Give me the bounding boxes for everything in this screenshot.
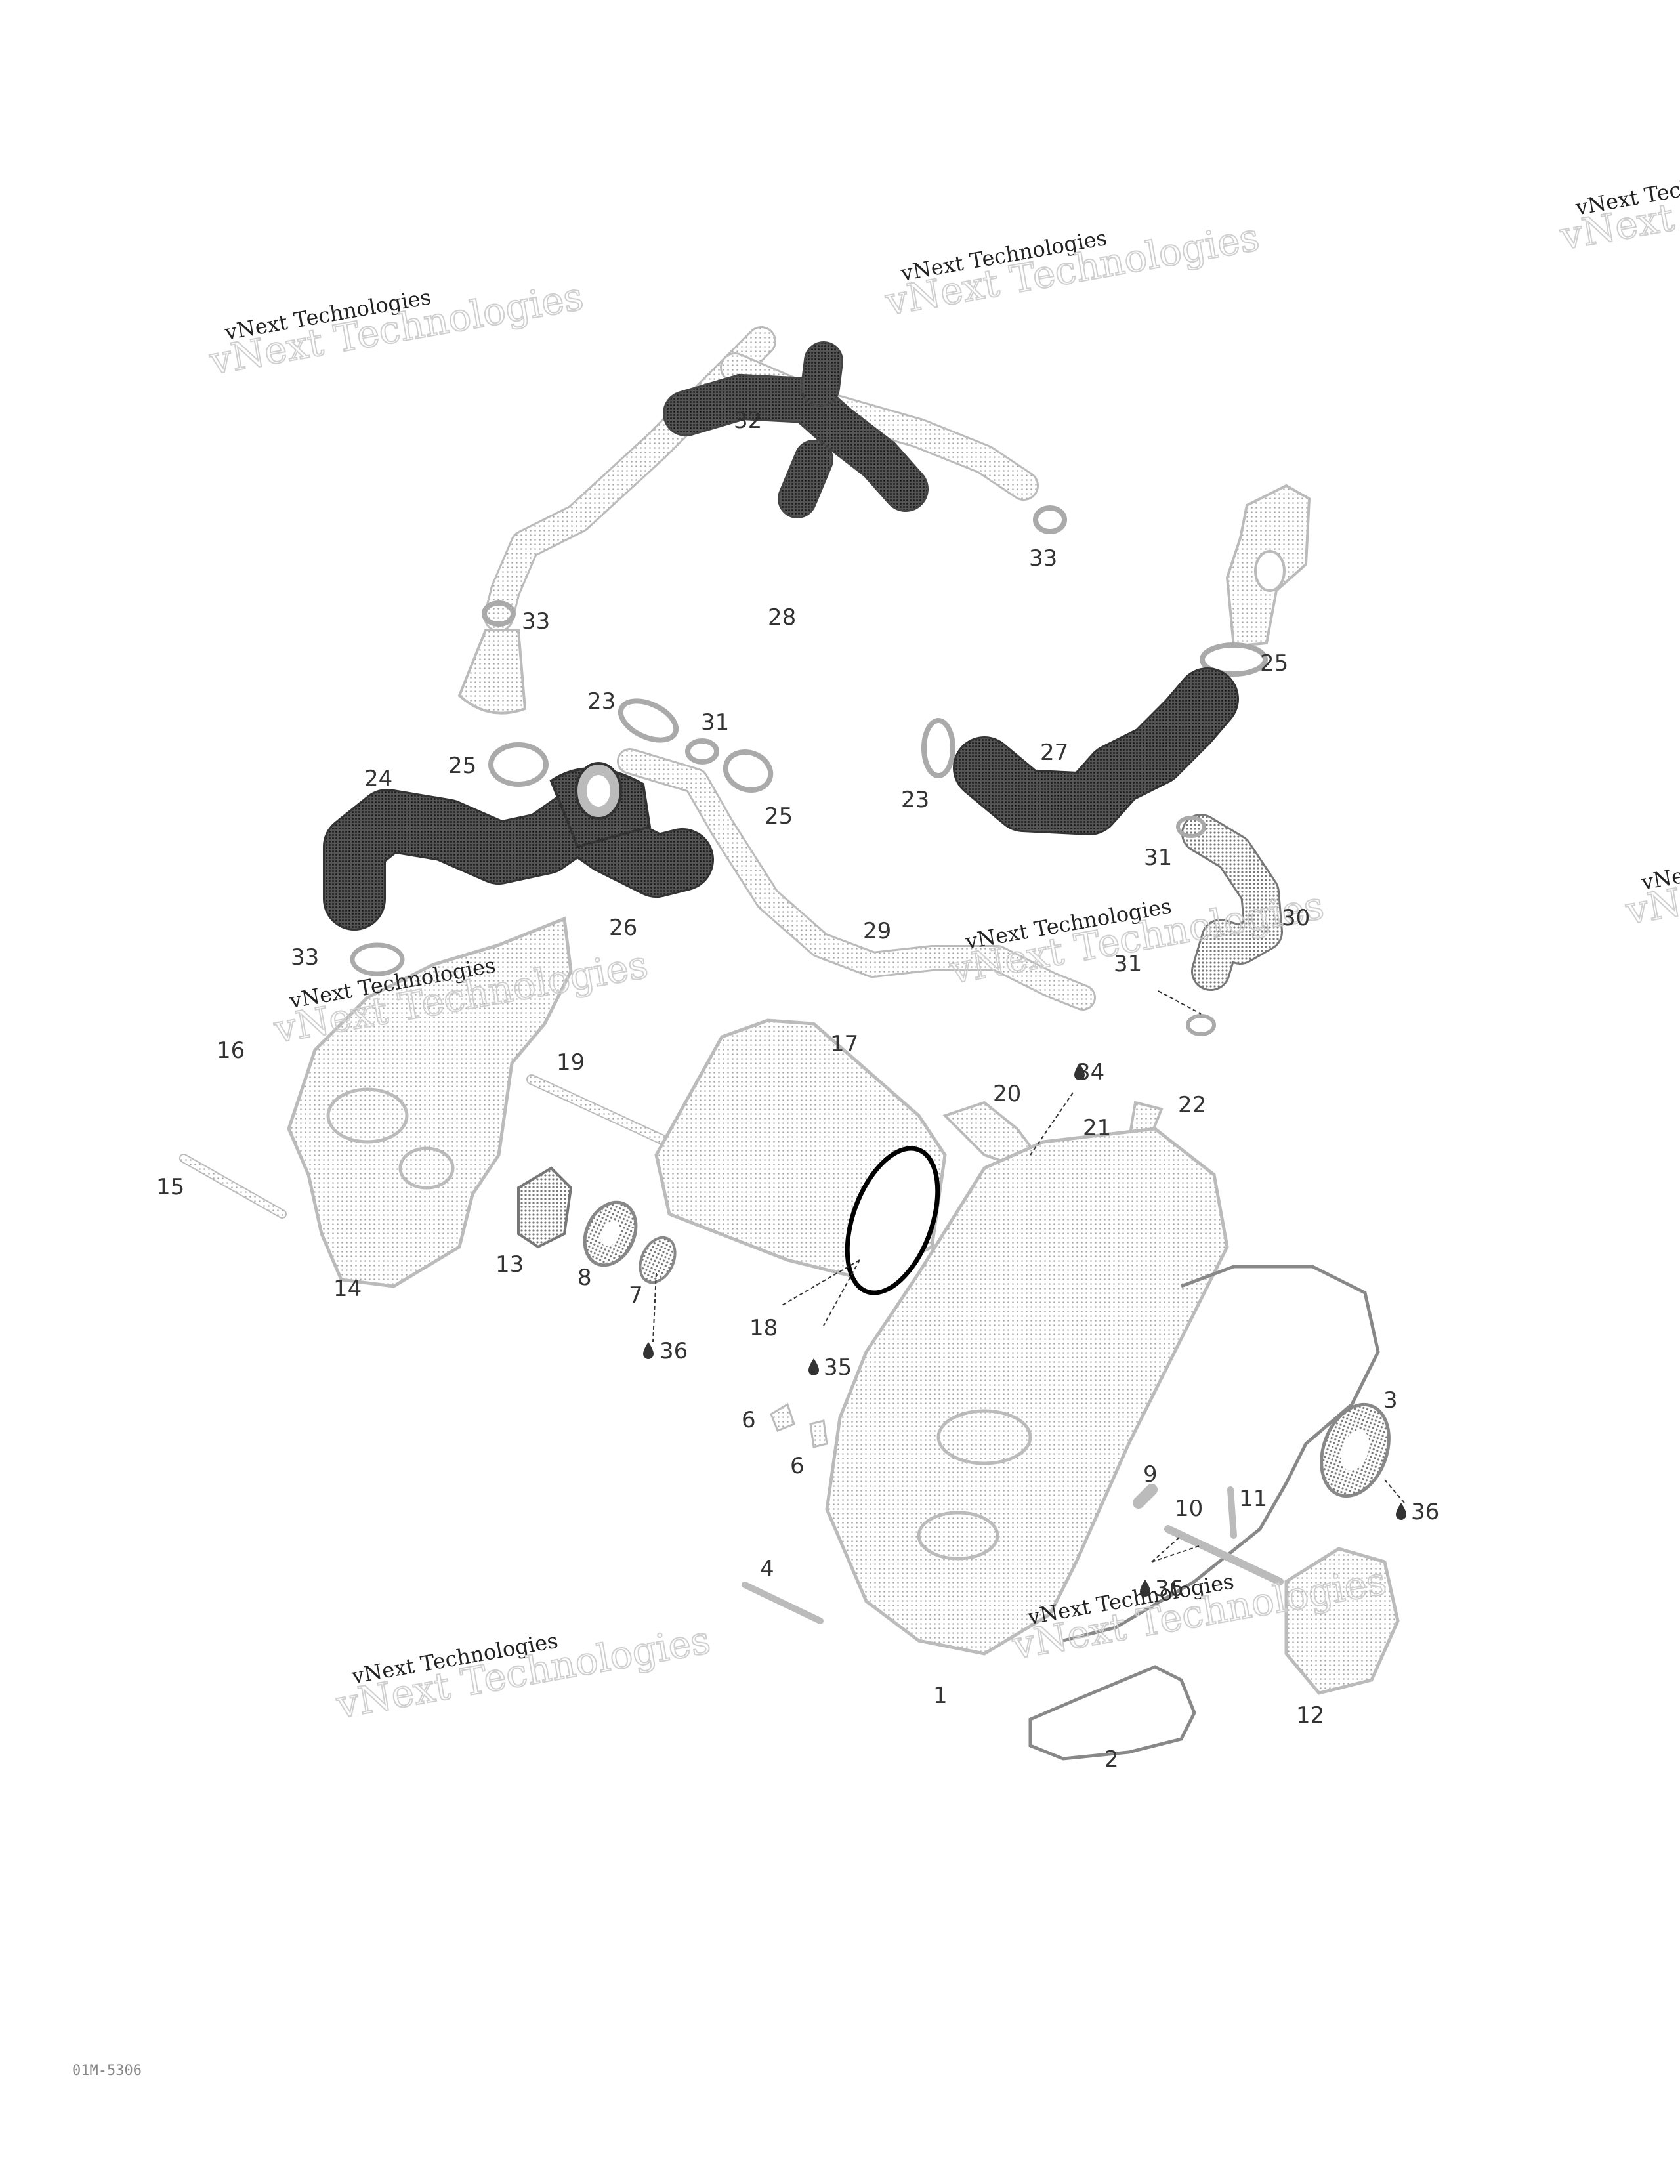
part-24-coolant-hose xyxy=(323,789,714,931)
callout-7: 7 xyxy=(629,1282,643,1309)
callout-25: 25 xyxy=(1260,650,1288,677)
callout-labels: 32 33 33 28 25 23 31 27 24 25 25 23 31 2… xyxy=(156,408,1439,1773)
part-4-bolt xyxy=(742,1582,824,1624)
part-8-seal xyxy=(583,1200,638,1267)
part-15-bolt xyxy=(179,1154,287,1219)
part-7-seal xyxy=(639,1236,677,1284)
part-3-seal xyxy=(1320,1402,1391,1498)
callout-31: 31 xyxy=(1114,951,1142,977)
part-13-impeller xyxy=(517,1166,573,1249)
part-31-clamps xyxy=(1176,816,1216,1036)
callout-33: 33 xyxy=(291,944,319,971)
part-26-hose-junction xyxy=(549,762,652,849)
part-fitting-funnel xyxy=(457,629,527,715)
callout-26: 26 xyxy=(609,915,637,941)
callout-8: 8 xyxy=(578,1265,592,1291)
part-25-o-ring-right xyxy=(1200,642,1268,677)
callout-3: 3 xyxy=(1383,1387,1398,1414)
callout-36: 36 xyxy=(1155,1576,1183,1602)
oil-drop-icon xyxy=(1140,1580,1150,1597)
callout-23: 23 xyxy=(901,787,929,813)
callout-30: 30 xyxy=(1282,905,1310,931)
callout-33: 33 xyxy=(522,608,550,635)
callout-23: 23 xyxy=(587,688,616,715)
part-33-clamp-upper xyxy=(482,505,1067,627)
callout-17: 17 xyxy=(830,1031,858,1057)
callout-15: 15 xyxy=(156,1174,184,1200)
callout-20: 20 xyxy=(993,1081,1021,1107)
part-2-gaskets xyxy=(1028,1265,1380,1761)
callout-28: 28 xyxy=(768,604,796,631)
part-33-clamp-lower xyxy=(350,942,405,976)
callout-27: 27 xyxy=(1040,740,1068,766)
part-23-seals xyxy=(618,698,956,778)
callout-16: 16 xyxy=(217,1038,245,1064)
callout-2: 2 xyxy=(1104,1746,1119,1773)
part-29-bypass-hose xyxy=(617,748,1096,1011)
callout-4: 4 xyxy=(760,1556,774,1582)
part-6-plugs xyxy=(770,1402,828,1448)
callout-21: 21 xyxy=(1083,1115,1111,1141)
callout-36: 36 xyxy=(660,1338,688,1364)
part-25-o-rings-mid xyxy=(488,738,774,793)
callout-6: 6 xyxy=(742,1407,756,1433)
callout-13: 13 xyxy=(495,1251,524,1278)
part-27-coolant-hose xyxy=(953,667,1239,835)
callout-32: 32 xyxy=(734,408,762,434)
callout-12: 12 xyxy=(1296,1702,1324,1729)
callout-18: 18 xyxy=(749,1315,778,1341)
callout-11: 11 xyxy=(1239,1486,1267,1512)
callout-33: 33 xyxy=(1029,545,1057,572)
callout-31: 31 xyxy=(701,709,729,736)
callout-29: 29 xyxy=(863,918,891,944)
callout-1: 1 xyxy=(933,1683,948,1709)
oil-drop-icons xyxy=(643,1063,1406,1597)
leader-lines xyxy=(652,990,1405,1563)
part-1-crankcase xyxy=(825,1127,1229,1656)
callout-31: 31 xyxy=(1144,845,1172,871)
oil-drop-icon xyxy=(1074,1063,1085,1080)
part-30-small-hose xyxy=(1181,814,1283,991)
part-thermostat-housing xyxy=(1225,484,1311,648)
callout-10: 10 xyxy=(1175,1496,1203,1522)
callout-35: 35 xyxy=(824,1354,852,1381)
callout-6: 6 xyxy=(790,1453,805,1479)
part-28-tee-fitting xyxy=(663,341,929,518)
oil-drop-icon xyxy=(643,1342,654,1359)
callout-22: 22 xyxy=(1178,1092,1206,1118)
part-17-oil-cooler xyxy=(654,1018,947,1295)
part-16-water-pump-housing xyxy=(287,916,573,1288)
callout-25: 25 xyxy=(765,803,793,830)
callout-14: 14 xyxy=(333,1276,362,1302)
callout-36: 36 xyxy=(1411,1499,1439,1525)
part-12-pump-cover xyxy=(1284,1547,1400,1695)
part-9-10-11-pins xyxy=(1133,1484,1284,1586)
drawing-id: 01M-5306 xyxy=(72,2063,142,2079)
oil-drop-icon xyxy=(1396,1503,1406,1520)
oil-drop-icon xyxy=(808,1358,819,1376)
callout-9: 9 xyxy=(1143,1461,1158,1488)
callout-24: 24 xyxy=(364,766,392,792)
callout-19: 19 xyxy=(556,1049,585,1076)
callout-25: 25 xyxy=(448,753,476,779)
